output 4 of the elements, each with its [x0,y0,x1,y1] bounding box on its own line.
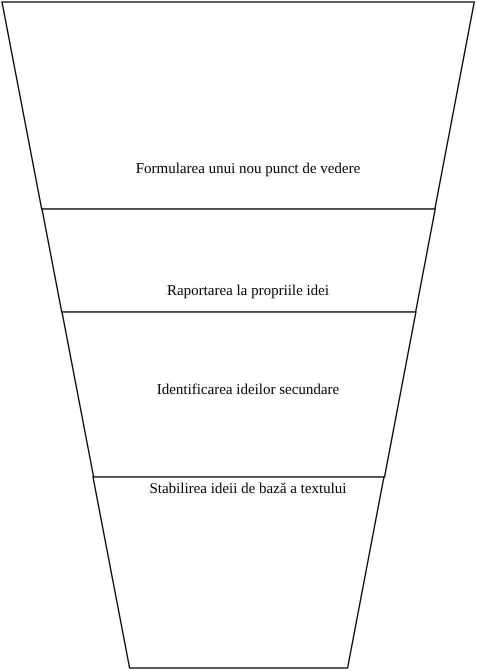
stage-label: Stabilirea ideii de bază a textului [148,480,348,499]
stage-label: Raportarea la propriile idei [166,282,330,301]
stage-label: Formularea unui nou punct de vedere [134,160,362,179]
stage-label: Identificarea ideilor secundare [156,381,340,400]
